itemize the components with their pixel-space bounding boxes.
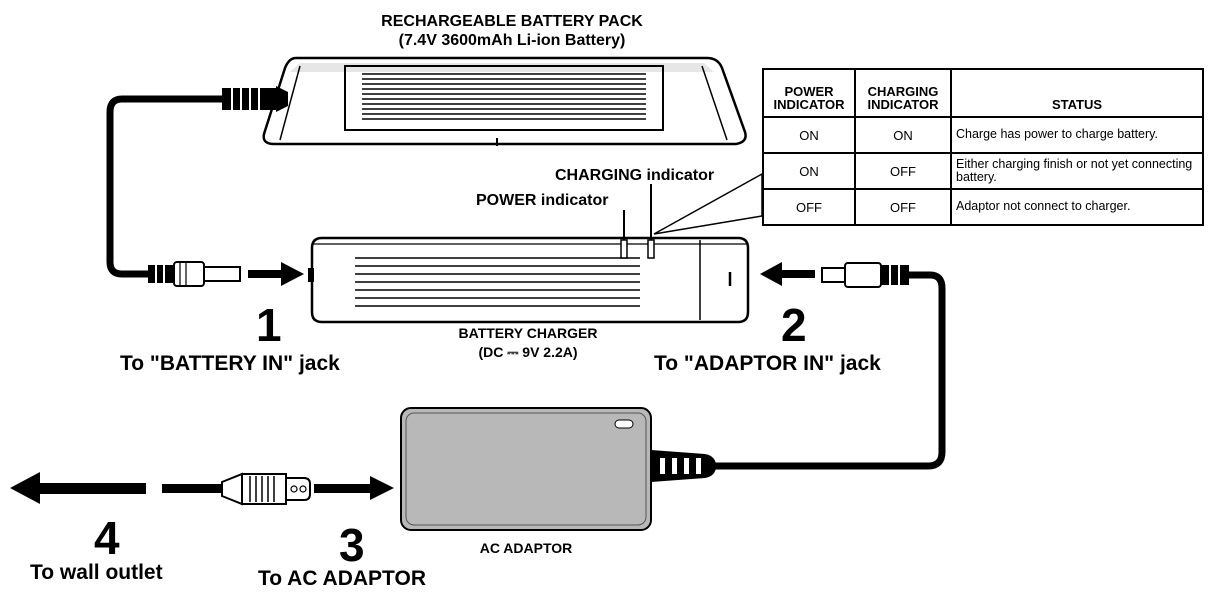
charger-spec: (DC ⎓ 9V 2.2A) xyxy=(478,344,578,360)
table-row: ON OFF Either charging finish or not yet… xyxy=(762,152,1204,190)
arrow-to-ac-adaptor xyxy=(314,476,394,500)
step-4-number: 4 xyxy=(94,512,120,564)
cell-status: Adaptor not connect to charger. xyxy=(950,188,1204,226)
dc-symbol-icon: ⎓ xyxy=(507,344,519,360)
dc-plug-battery xyxy=(148,261,241,287)
cell-charging: ON xyxy=(854,116,952,154)
step-1-number: 1 xyxy=(256,299,282,351)
ac-adaptor xyxy=(400,407,716,531)
arrow-to-adaptor-in xyxy=(760,262,815,286)
dc-plug-adaptor xyxy=(821,262,909,288)
step-4-text: To wall outlet xyxy=(30,561,163,584)
power-indicator-label: POWER indicator xyxy=(476,192,609,209)
cell-charging: OFF xyxy=(854,152,952,190)
cell-charging: OFF xyxy=(854,188,952,226)
pack-cable xyxy=(106,95,224,278)
battery-charger xyxy=(308,236,750,324)
step-2-number: 2 xyxy=(781,299,807,351)
charger-title: BATTERY CHARGER xyxy=(458,325,598,341)
pack-cable-boot xyxy=(222,86,288,112)
cell-power: OFF xyxy=(762,188,856,226)
table-row: ON ON Charge has power to charge battery… xyxy=(762,116,1204,154)
adaptor-cable xyxy=(705,271,946,470)
step-1-text: To "BATTERY IN" jack xyxy=(120,352,340,375)
step-3-text: To AC ADAPTOR xyxy=(258,567,426,590)
cell-power: ON xyxy=(762,116,856,154)
step-2-text: To "ADAPTOR IN" jack xyxy=(654,352,881,375)
battery-pack-title: RECHARGEABLE BATTERY PACK xyxy=(381,13,643,30)
power-indicator-light xyxy=(620,239,628,259)
battery-pack xyxy=(262,56,747,146)
header-status: STATUS xyxy=(950,68,1204,118)
arrow-to-battery-in xyxy=(248,262,304,286)
cell-status: Either charging finish or not yet connec… xyxy=(950,152,1204,190)
step-3-number: 3 xyxy=(339,519,365,571)
table-row: OFF OFF Adaptor not connect to charger. xyxy=(762,188,1204,226)
cell-power: ON xyxy=(762,152,856,190)
ac-adaptor-label: AC ADAPTOR xyxy=(479,540,573,556)
charging-indicator-light xyxy=(647,239,655,259)
charging-indicator-label: CHARGING indicator xyxy=(555,167,715,184)
callout-pointer xyxy=(653,172,763,235)
cell-status: Charge has power to charge battery. xyxy=(950,116,1204,154)
arrow-to-wall-outlet xyxy=(10,472,146,504)
ac-plug xyxy=(162,472,311,506)
battery-pack-subtitle: (7.4V 3600mAh Li-ion Battery) xyxy=(398,32,626,49)
